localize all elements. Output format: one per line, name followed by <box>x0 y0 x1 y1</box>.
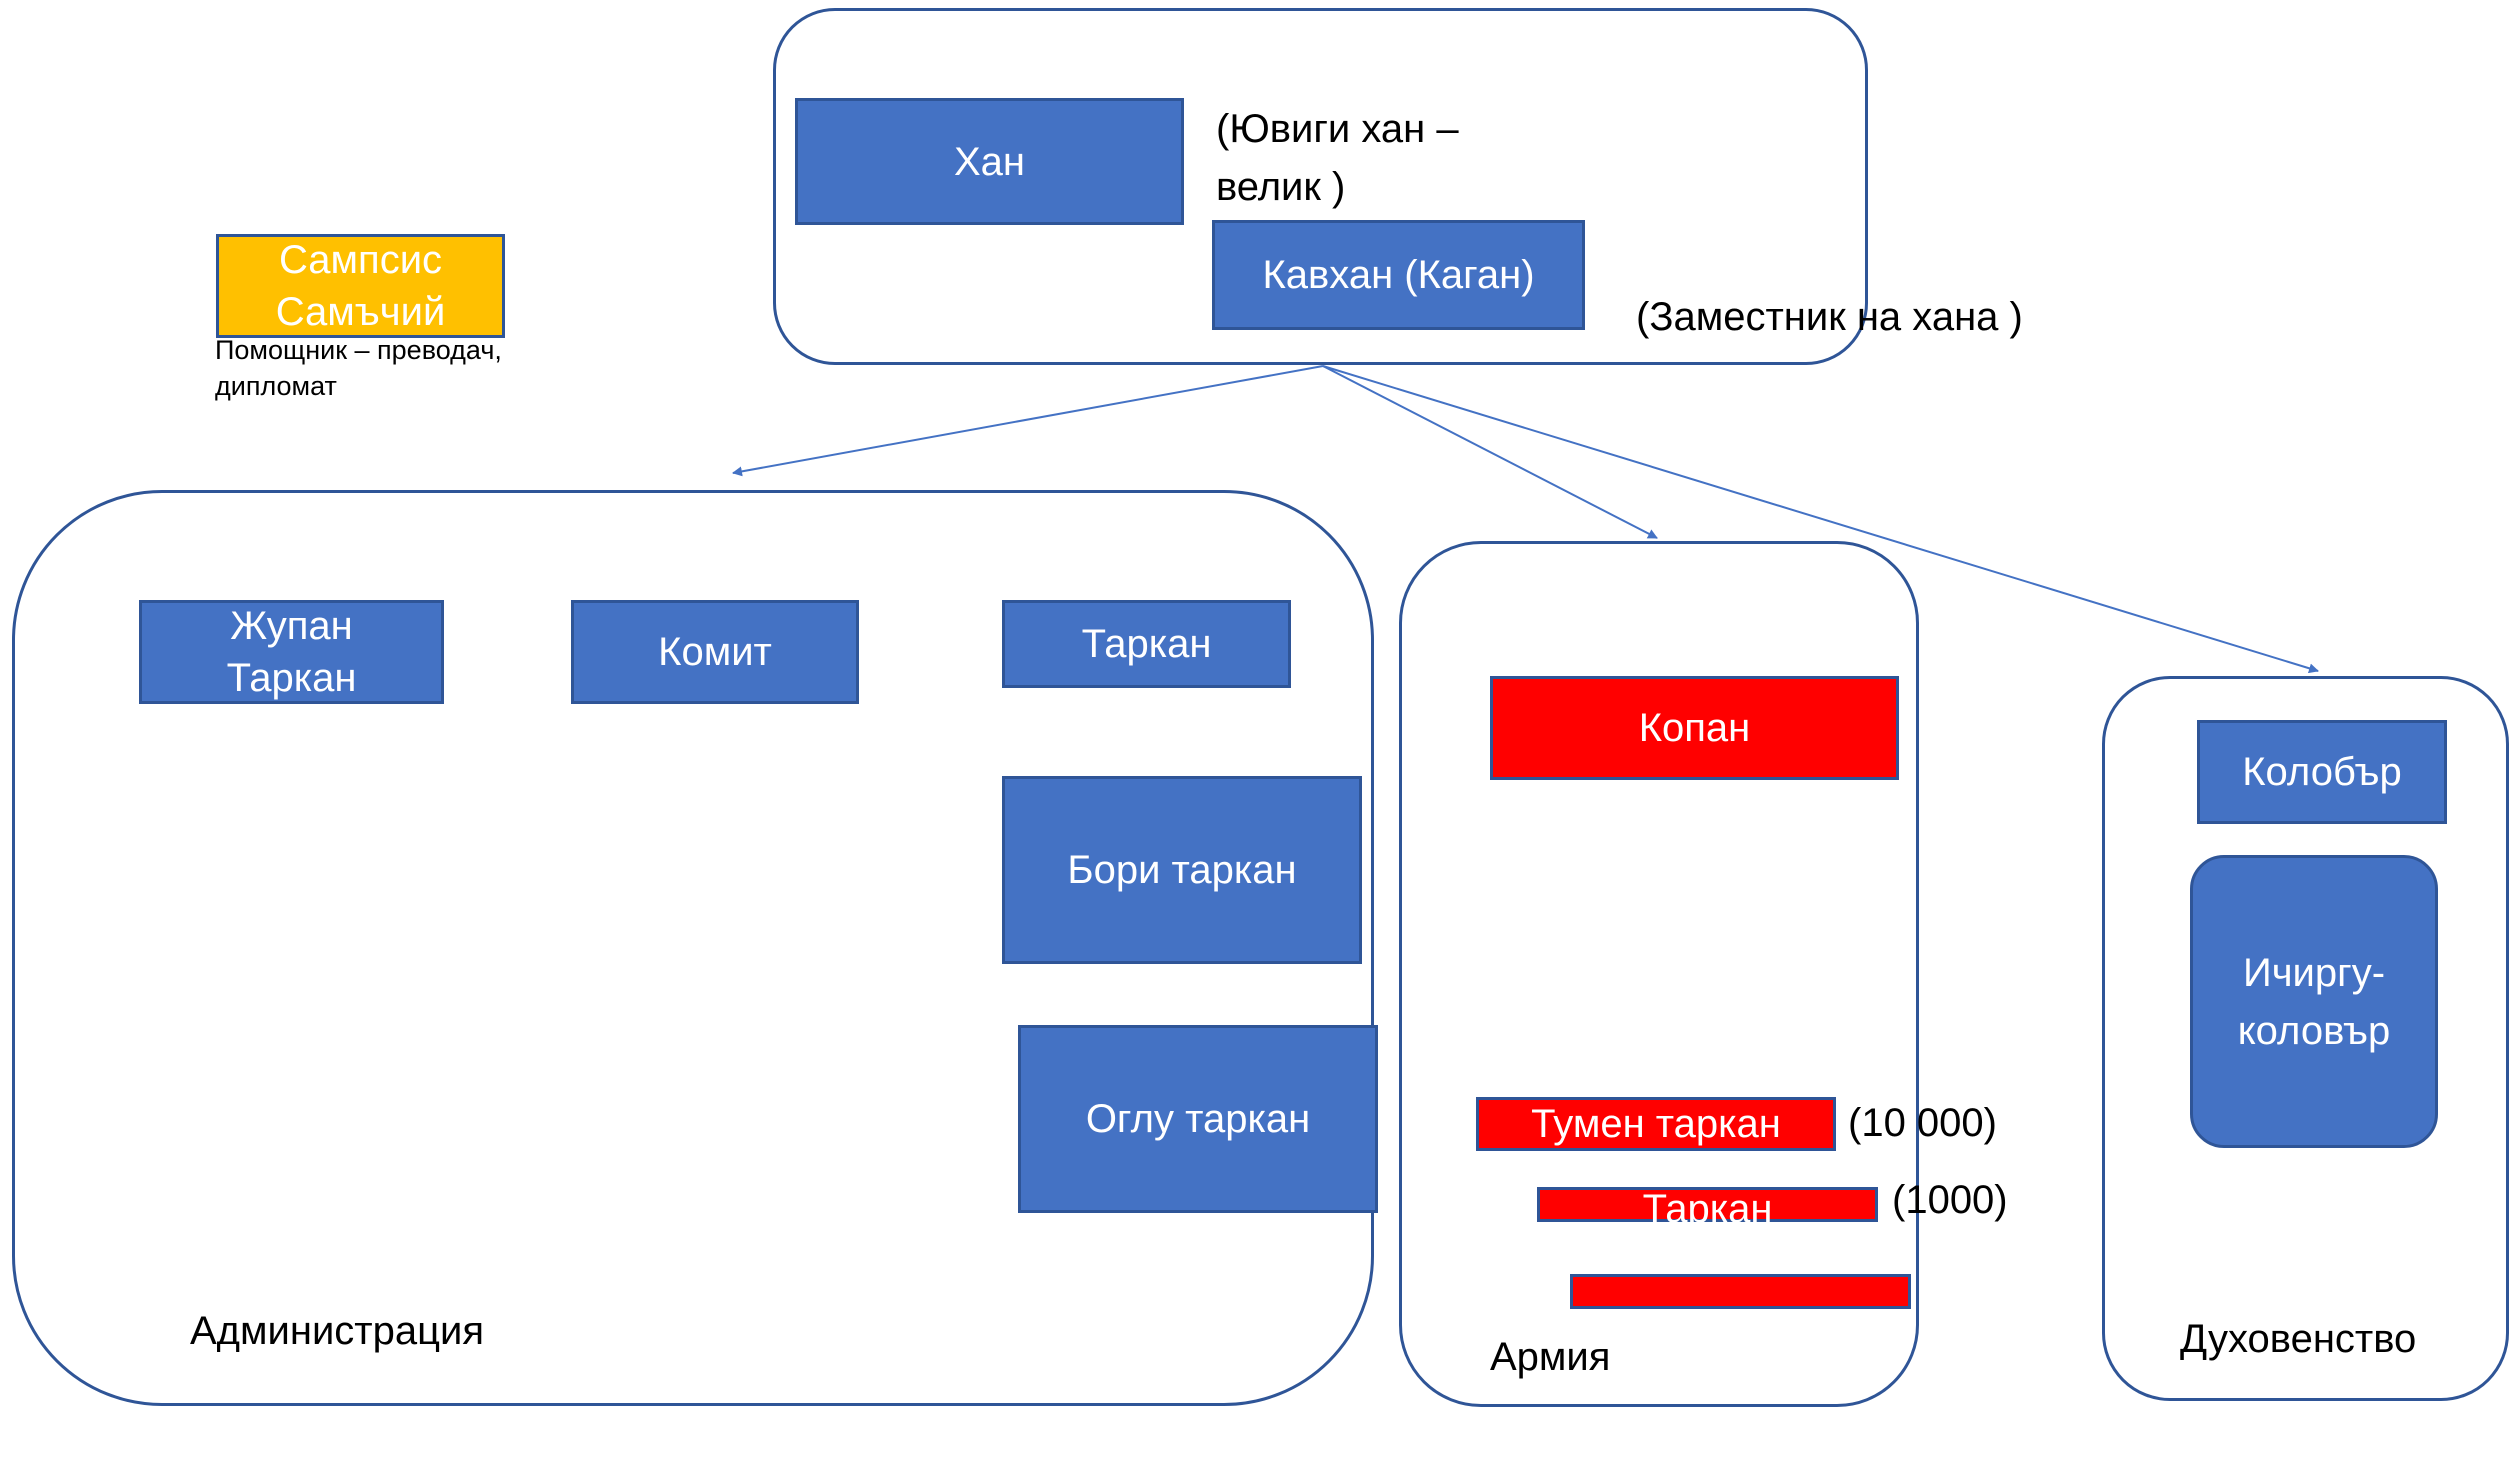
advisor-title: Сампсис Самъчий <box>275 238 446 334</box>
arrow-to-administration <box>732 365 1324 477</box>
tumen-tarkan-label: Тумен таркан <box>1531 1102 1781 1146</box>
bori-tarkan-box: Бори таркан <box>1002 776 1362 964</box>
advisor-box: Сампсис Самъчий <box>216 234 505 338</box>
zhupan-tarkan-box: Жупан Таркан <box>139 600 444 704</box>
arrow-to-army <box>1322 365 1658 539</box>
ichirgu-label: Ичиргу-коловър <box>2237 950 2391 1053</box>
oglu-tarkan-box: Оглу таркан <box>1018 1025 1378 1213</box>
advisor-note: Помощник – преводач, дипломат <box>215 335 502 401</box>
khan-note: (Ювиги хан – велик ) <box>1216 107 1459 209</box>
army-tarkan-label: Таркан <box>1642 1187 1773 1231</box>
kavkhan-note: (Заместник на хана ) <box>1636 295 2023 339</box>
kolobar-box: Колобър <box>2197 720 2447 824</box>
bori-tarkan-label: Бори таркан <box>1067 848 1297 892</box>
kavkhan-box: Кавхан (Каган) <box>1212 220 1585 330</box>
kopan-label: Копан <box>1638 706 1751 750</box>
zhupan-tarkan-label: Жупан Таркан <box>226 604 357 700</box>
tumen-note: (10 000) <box>1848 1101 1997 1145</box>
admin-tarkan-box: Таркан <box>1002 600 1291 688</box>
tumen-tarkan-box: Тумен таркан <box>1476 1097 1836 1151</box>
administration-label: Администрация <box>190 1309 485 1353</box>
army-label: Армия <box>1490 1335 1611 1379</box>
komit-box: Комит <box>571 600 859 704</box>
army-empty-bar <box>1570 1274 1911 1309</box>
khan-label: Хан <box>953 139 1025 184</box>
khan-box: Хан <box>795 98 1184 225</box>
kolobar-label: Колобър <box>2242 750 2402 794</box>
army-tarkan-box: Таркан <box>1537 1187 1878 1231</box>
ichirgu-box: Ичиргу-коловър <box>2190 855 2438 1148</box>
oglu-tarkan-label: Оглу таркан <box>1085 1097 1311 1141</box>
army-tarkan-note: (1000) <box>1892 1178 2008 1222</box>
admin-tarkan-label: Таркан <box>1081 622 1212 666</box>
clergy-label: Духовенство <box>2180 1317 2417 1361</box>
kavkhan-label: Кавхан (Каган) <box>1262 253 1535 297</box>
komit-label: Комит <box>658 630 772 674</box>
kopan-box: Копан <box>1490 676 1899 780</box>
